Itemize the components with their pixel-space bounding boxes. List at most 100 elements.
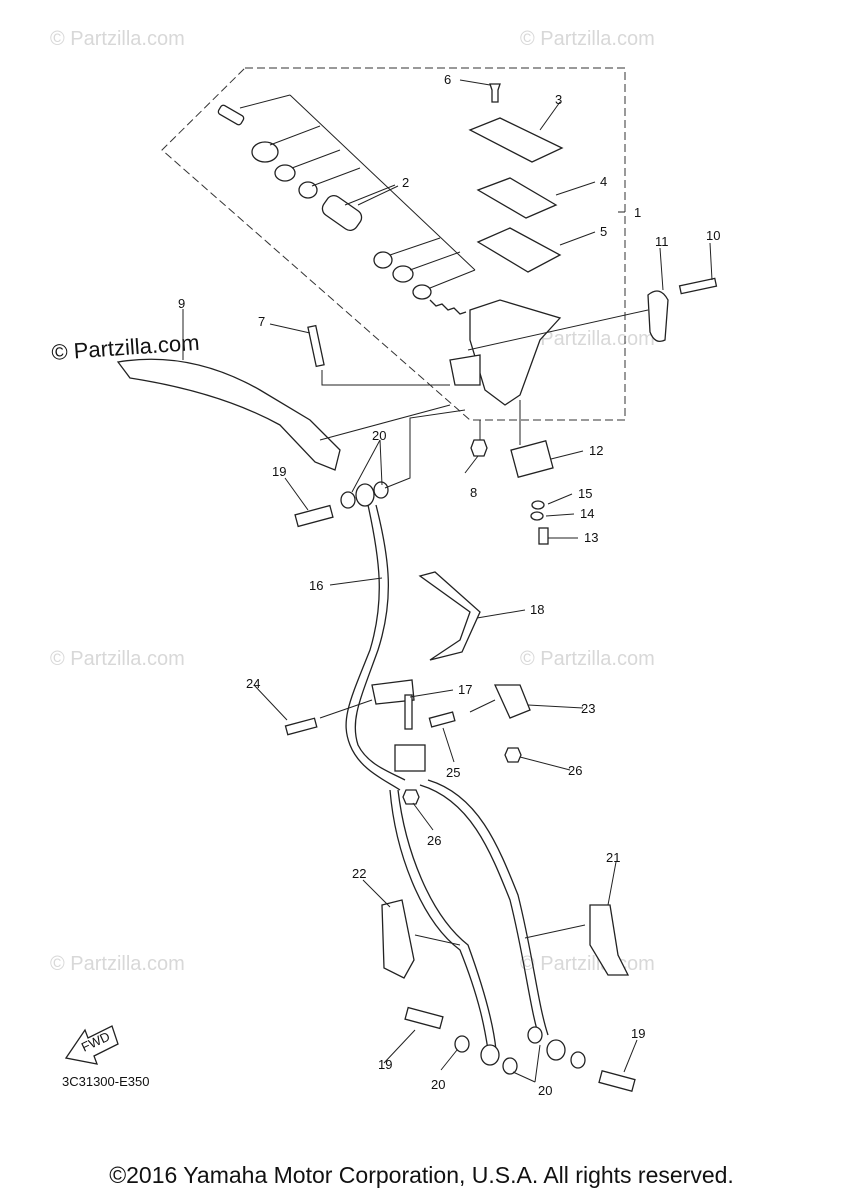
watermark-7: © Partzilla.com — [520, 953, 655, 975]
union-bolt-upper — [294, 504, 334, 528]
bolt25-leader — [469, 699, 496, 713]
spring — [429, 299, 467, 315]
watermark-3: © Partzilla.com — [520, 328, 655, 350]
diaphragm — [476, 227, 562, 273]
callout-15: 15 — [578, 486, 592, 501]
kit-leaders — [239, 94, 476, 289]
switch-screw — [538, 527, 549, 545]
brake-hose-1-outline — [354, 504, 406, 781]
spring-seat — [412, 284, 432, 300]
fwd-arrow: FWD — [64, 1025, 119, 1065]
cup — [373, 251, 393, 269]
cable-tie — [418, 571, 481, 661]
brake-hose-left — [389, 789, 489, 1051]
diaphragm-holder — [476, 177, 558, 219]
callout-22: 22 — [352, 866, 366, 881]
callout-7: 7 — [258, 314, 265, 329]
callout-19-left: 19 — [378, 1057, 392, 1072]
callout-17: 17 — [458, 682, 472, 697]
banjo-fitting-upper — [355, 483, 375, 507]
callout-25: 25 — [446, 765, 460, 780]
diagram-code: 3C31300-E350 — [62, 1074, 149, 1089]
master-cylinder-holder — [647, 290, 669, 343]
hose-bracket-right — [589, 904, 630, 976]
leader-7 — [321, 370, 450, 386]
callout-20-right: 20 — [538, 1083, 552, 1098]
brake-hose-1 — [345, 504, 401, 791]
fwd-arrow-icon — [64, 1025, 119, 1065]
cup-2 — [392, 265, 414, 283]
bolt24-leader — [319, 699, 373, 719]
reservoir-parts — [449, 83, 564, 406]
callout-24: 24 — [246, 676, 260, 691]
hose-joint — [394, 744, 426, 772]
callout-8: 8 — [470, 485, 477, 500]
callout-14: 14 — [580, 506, 594, 521]
hose-holder-23 — [493, 684, 531, 719]
lever-bracket — [449, 354, 481, 386]
watermark-5: © Partzilla.com — [520, 648, 655, 670]
piston-kit — [217, 94, 476, 315]
callout-19-upper: 19 — [272, 464, 286, 479]
callout-16: 16 — [309, 578, 323, 593]
callout-11: 11 — [655, 234, 669, 249]
watermark-prominent: © Partzilla.com — [51, 330, 201, 365]
push-rod — [217, 104, 245, 126]
callout-13: 13 — [584, 530, 598, 545]
washer-left-2 — [502, 1057, 518, 1075]
callout-18: 18 — [530, 602, 544, 617]
watermark-1: © Partzilla.com — [50, 28, 185, 50]
bracket-right-link — [524, 924, 586, 939]
lever-nut — [470, 439, 488, 457]
washer — [298, 181, 318, 199]
callout-1: 1 — [634, 205, 641, 220]
dust-boot — [251, 141, 279, 163]
nut-26-right — [504, 747, 522, 763]
union-bolt-right — [598, 1070, 636, 1092]
washer-right-1 — [527, 1026, 543, 1044]
callouts: 1 2 3 4 5 6 7 8 9 10 11 12 13 14 15 16 1… — [178, 72, 720, 1098]
hose-bolt-25 — [428, 711, 456, 728]
copper-washer-1 — [340, 491, 356, 509]
nut-26-left — [402, 789, 420, 805]
clamp-parts — [467, 277, 718, 351]
cap-screw — [489, 83, 501, 103]
callout-12: 12 — [589, 443, 603, 458]
lower-brackets — [381, 899, 630, 979]
reservoir-cap — [468, 117, 564, 163]
switch-washer — [531, 500, 545, 510]
kit-bracket — [289, 94, 476, 271]
copper-washer-2 — [373, 481, 389, 499]
brake-hose-right — [419, 784, 541, 1041]
callout-5: 5 — [600, 224, 607, 239]
circlip — [274, 164, 296, 182]
leader-9 — [319, 404, 451, 441]
banjo-leader — [384, 409, 466, 489]
brake-switch — [510, 440, 554, 478]
callout-6: 6 — [444, 72, 451, 87]
hose-joint-parts — [284, 679, 531, 805]
lower-banjos — [404, 1006, 636, 1092]
brake-hoses — [345, 504, 549, 1051]
callout-26-left: 26 — [427, 833, 441, 848]
callout-10: 10 — [706, 228, 720, 243]
lock-washer — [530, 511, 544, 521]
switch-parts — [470, 400, 554, 545]
master-cylinder-body — [469, 299, 562, 406]
callout-leaders — [182, 79, 713, 1083]
brake-lever-group — [116, 324, 451, 471]
holder-bolt — [678, 277, 718, 295]
callout-19-right: 19 — [631, 1026, 645, 1041]
callout-21: 21 — [606, 850, 620, 865]
brake-hose-right-outline — [427, 779, 549, 1036]
hose-guide — [371, 679, 415, 705]
holder-link — [467, 309, 649, 351]
brake-hose-left-outline — [397, 789, 497, 1051]
union-bolt-left — [404, 1006, 444, 1030]
callout-20-upper: 20 — [372, 428, 386, 443]
washer-left-1 — [454, 1035, 470, 1053]
copyright-notice: ©2016 Yamaha Motor Corporation, U.S.A. A… — [109, 1162, 734, 1188]
banjo-right — [546, 1039, 566, 1061]
